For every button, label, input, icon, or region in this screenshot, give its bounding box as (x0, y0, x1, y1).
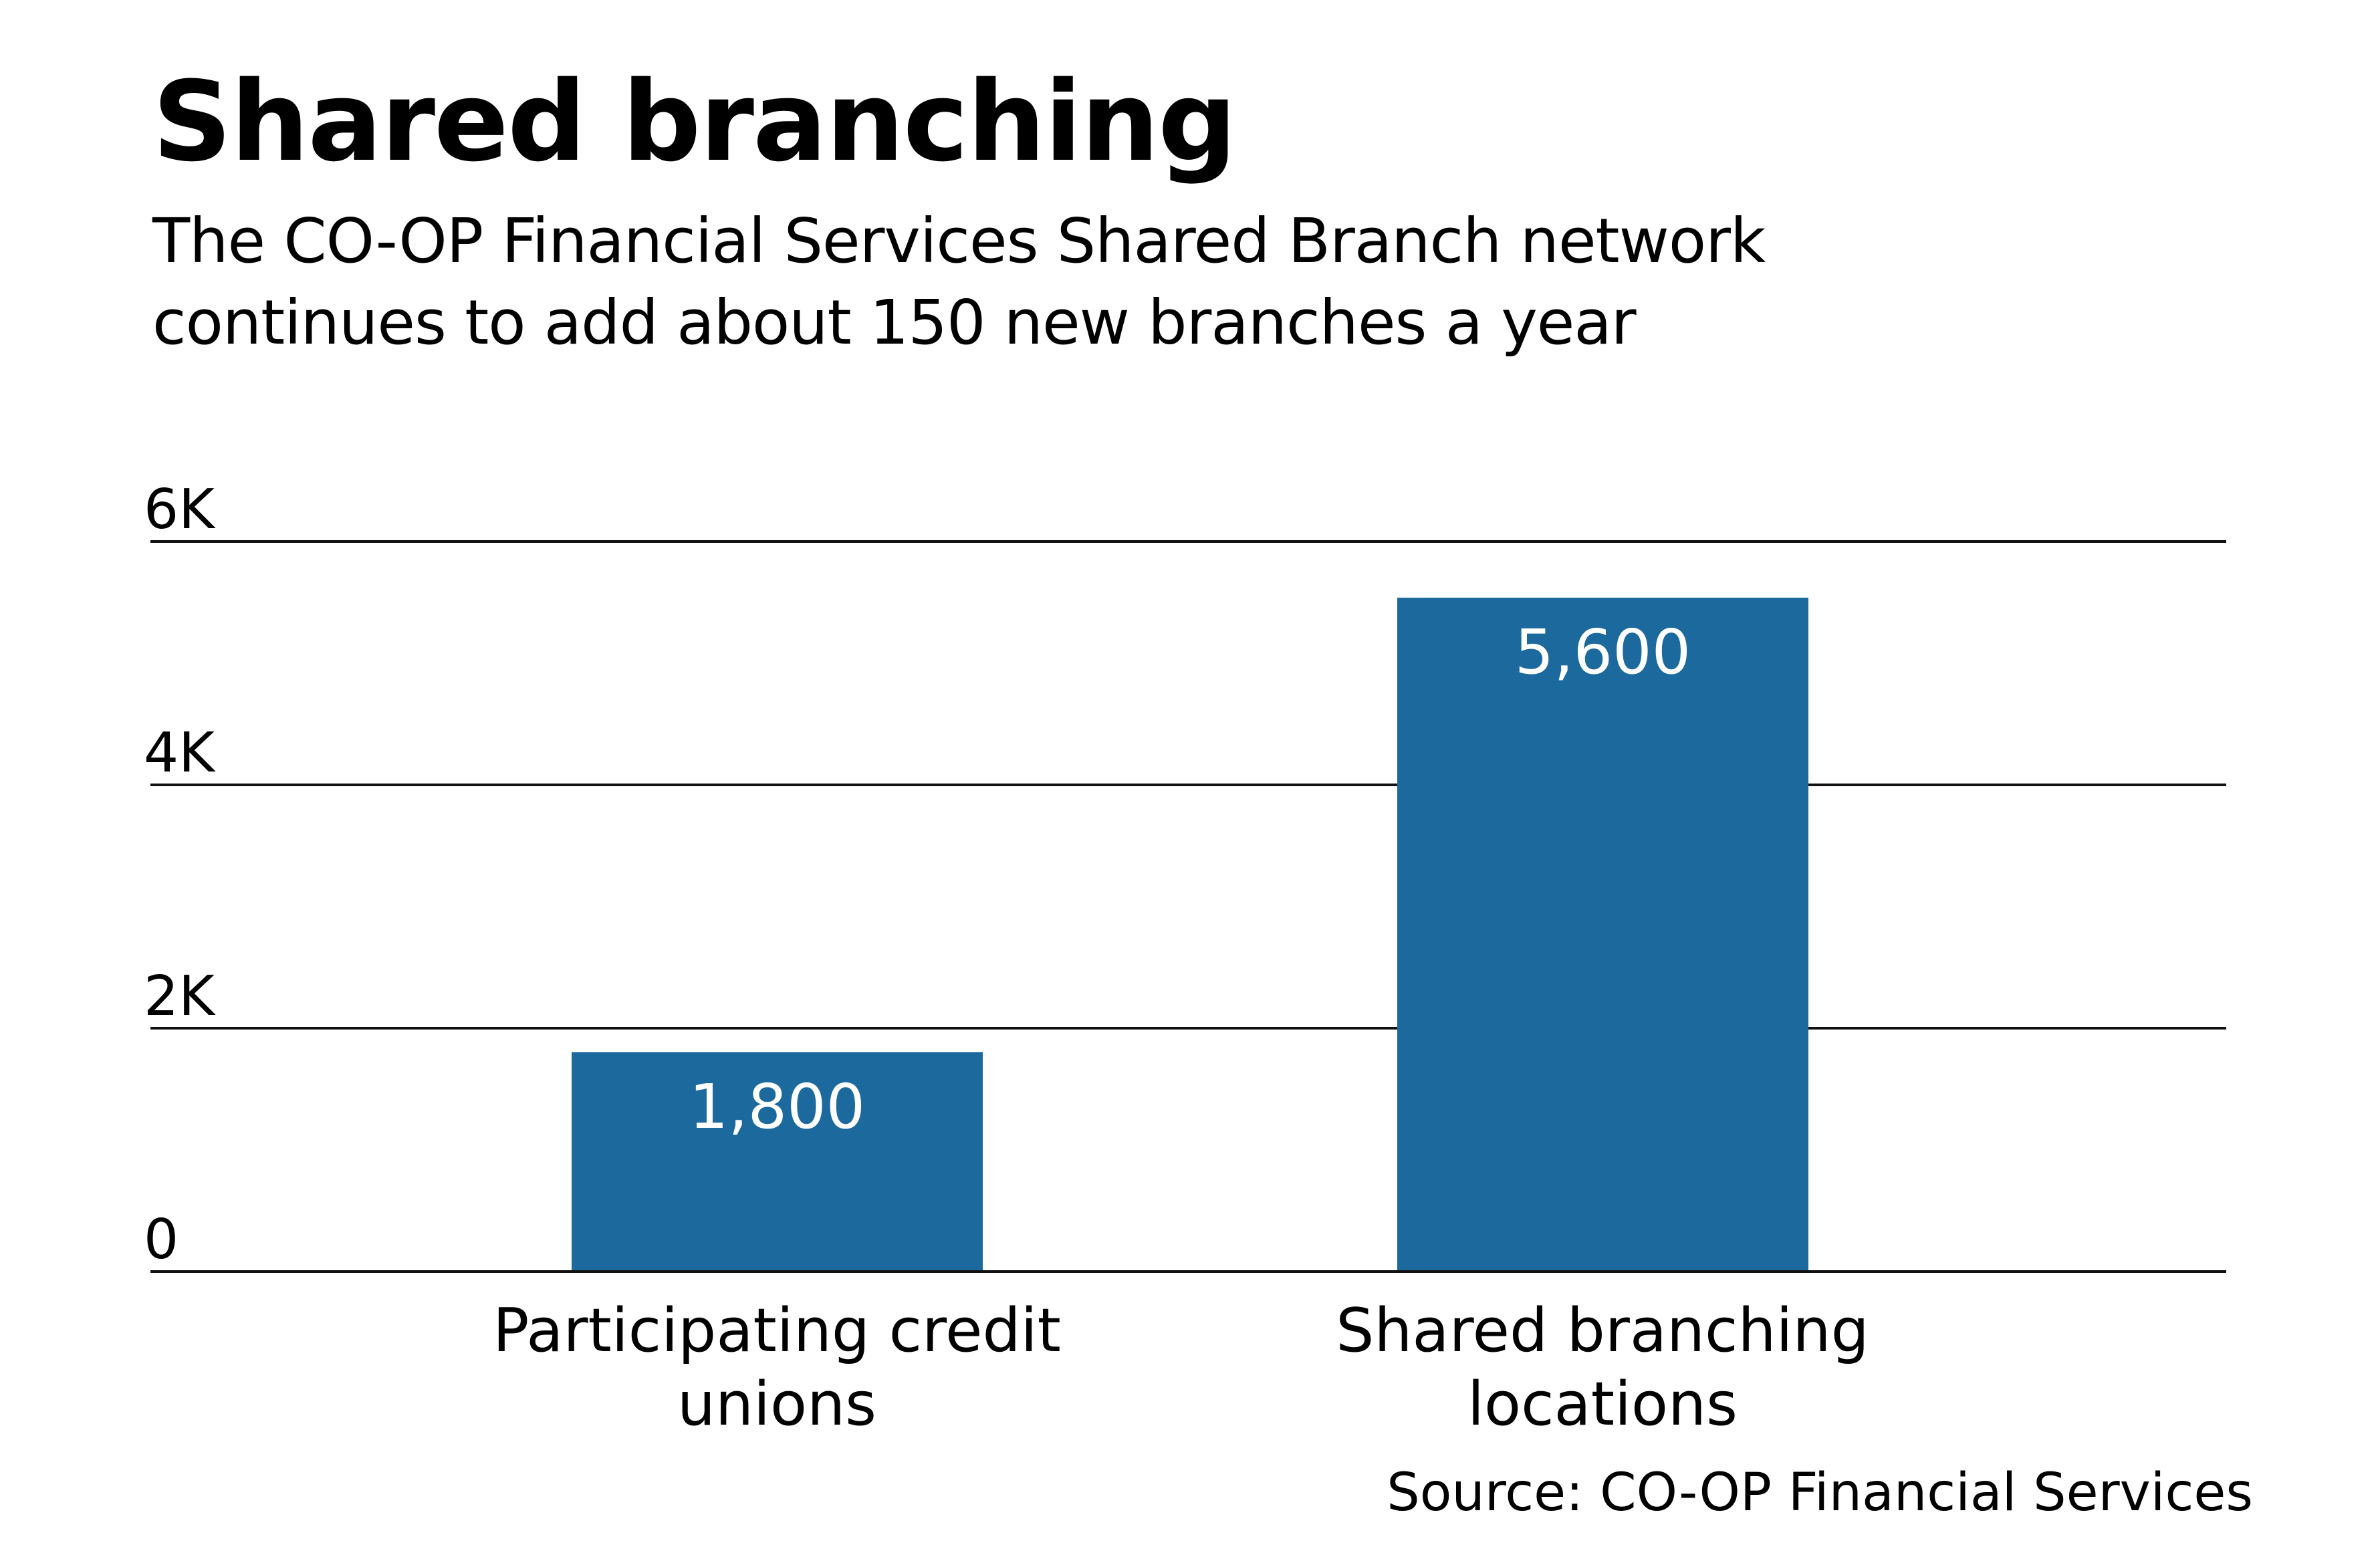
gridline-6k (150, 540, 2226, 543)
category-line-2: locations (1467, 1369, 1738, 1439)
gridline-2k (150, 1027, 2226, 1030)
source-note: Source: CO-OP Financial Services (1387, 1463, 2253, 1523)
chart-subtitle: The CO-OP Financial Services Shared Bran… (152, 201, 1766, 364)
category-line-2: unions (677, 1369, 877, 1439)
bar-value-label: 5,600 (1514, 616, 1691, 688)
bar-value-label: 1,800 (689, 1071, 866, 1143)
category-line-1: Participating credit (493, 1296, 1061, 1366)
y-tick-0: 0 (144, 1208, 179, 1272)
x-category-label: Participating credit unions (409, 1294, 1145, 1441)
gridline-4k (150, 784, 2226, 786)
bar-participating-credit-unions: 1,800 (572, 1052, 983, 1272)
y-tick-4k: 4K (144, 721, 215, 785)
x-category-label: Shared branching locations (1235, 1294, 1970, 1441)
subtitle-line-1: The CO-OP Financial Services Shared Bran… (152, 205, 1766, 277)
bar-shared-branching-locations: 5,600 (1397, 598, 1808, 1272)
y-tick-2k: 2K (144, 965, 215, 1028)
y-tick-6k: 6K (144, 478, 215, 542)
category-line-1: Shared branching (1336, 1296, 1869, 1366)
chart-title: Shared branching (152, 57, 1237, 186)
subtitle-line-2: continues to add about 150 new branches … (152, 287, 1637, 358)
x-axis-baseline (150, 1270, 2226, 1273)
